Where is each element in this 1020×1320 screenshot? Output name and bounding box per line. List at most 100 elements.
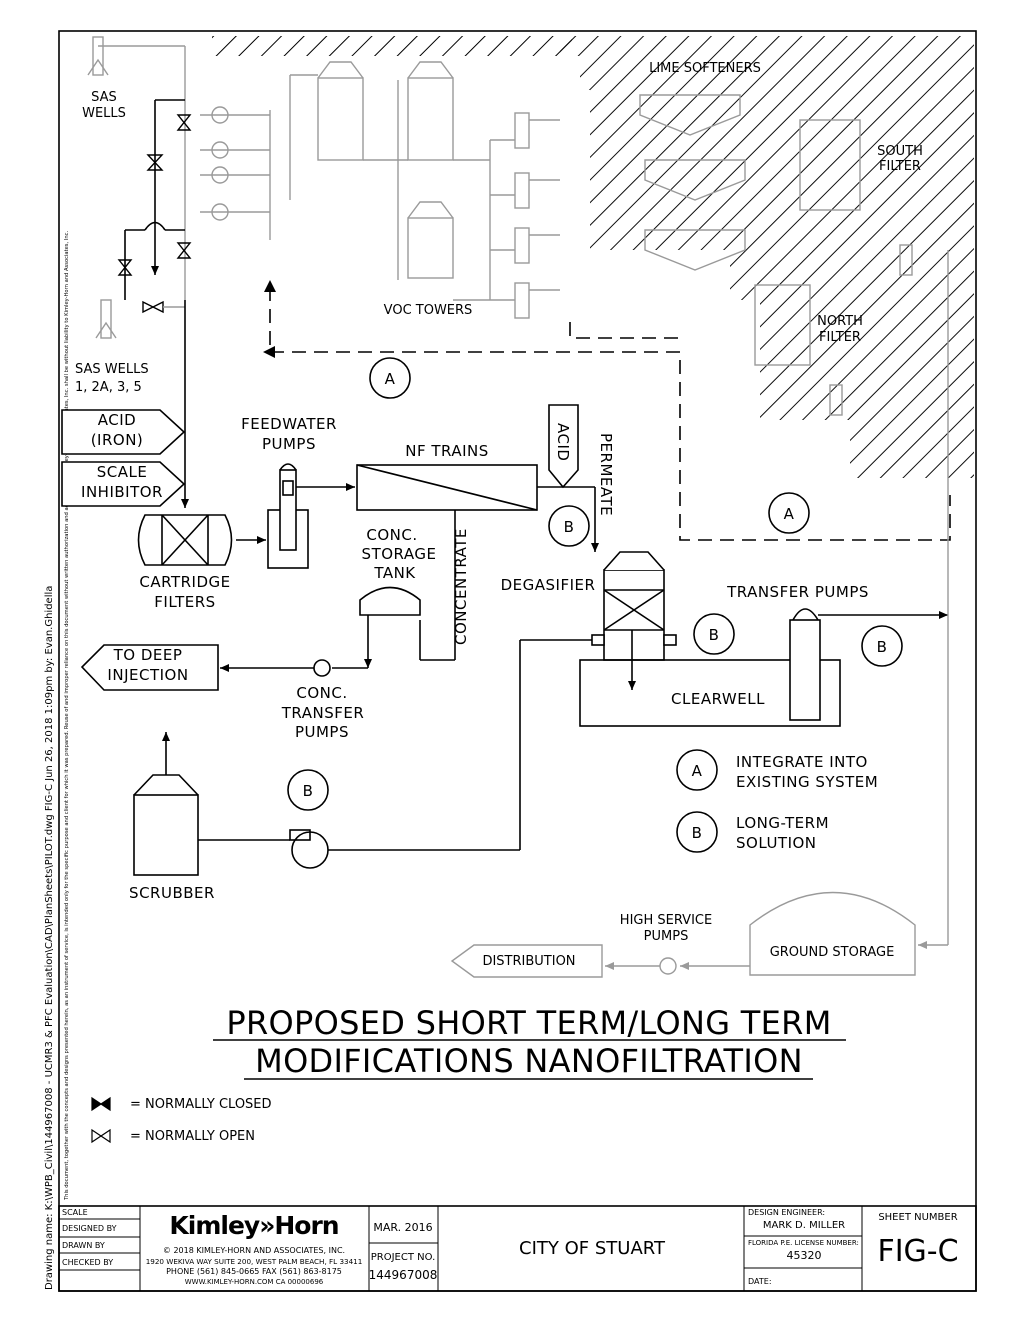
hatch-fill: [212, 36, 974, 478]
acid-iron-label-1: ACID: [98, 411, 136, 429]
hatch-mask-clear: [240, 56, 580, 356]
tb-drawn-by-label: DRAWN BY: [62, 1241, 105, 1250]
scrubber-icon: [133, 732, 199, 876]
conc-storage-tank-label-2: STORAGE: [362, 545, 437, 563]
tb-copyright: © 2018 KIMLEY-HORN AND ASSOCIATES, INC.: [163, 1246, 345, 1255]
degasifier-icon: [591, 551, 677, 690]
conc-storage-tank-label-3: TANK: [373, 564, 416, 582]
callout-a-1: A: [385, 370, 396, 388]
callout-b-4: B: [303, 782, 314, 800]
tb-project-no: 144967008: [369, 1268, 438, 1282]
valve-legend: = NORMALLY CLOSED = NORMALLY OPEN: [91, 1096, 272, 1144]
normally-open-label: = NORMALLY OPEN: [130, 1129, 255, 1144]
clearwell-label: CLEARWELL: [671, 690, 765, 708]
clearwell-icon: [579, 659, 841, 727]
sas-well-top-icon: [87, 36, 186, 300]
scale-inhibitor-flag: [61, 461, 186, 507]
tb-sheet-number-label: SHEET NUMBER: [878, 1212, 957, 1223]
callout-b-1: B: [564, 518, 575, 536]
tb-design-engineer-label: DESIGN ENGINEER:: [748, 1208, 825, 1217]
callout-b-3: B: [877, 638, 888, 656]
ground-storage-label: GROUND STORAGE: [770, 945, 895, 960]
lime-softeners-label: LIME SOFTENERS: [649, 61, 761, 76]
south-filter-icon: [799, 119, 861, 211]
acid-iron-label-2: (IRON): [91, 431, 144, 449]
degasifier-label: DEGASIFIER: [501, 576, 596, 594]
cartridge-filters-label-2: FILTERS: [154, 593, 215, 611]
legend-b-text-2: SOLUTION: [736, 834, 817, 852]
callouts: A A B B B B: [287, 357, 903, 811]
legend-a-text-1: INTEGRATE INTO: [736, 753, 868, 771]
north-filter-label-2: FILTER: [819, 330, 861, 345]
tb-sheet-number: FIG-C: [877, 1234, 958, 1269]
voc-towers-icon: [489, 112, 560, 319]
lime-softeners-icon: [639, 94, 746, 271]
feedwater-pumps-label-1: FEEDWATER: [241, 415, 337, 433]
transfer-pump-icon: [789, 608, 948, 721]
sas-wells-top-label-2: WELLS: [82, 106, 126, 121]
sas-wells-bottom-label-2: 1, 2A, 3, 5: [75, 380, 142, 395]
legend-a-symbol: A: [692, 762, 703, 780]
legend-b-text-1: LONG-TERM: [736, 814, 829, 832]
high-service-pumps-label-2: PUMPS: [644, 929, 689, 944]
kimley-horn-logo: Kimley»Horn: [169, 1211, 338, 1240]
acid-label: ACID: [554, 423, 572, 461]
callout-a-2: A: [784, 505, 795, 523]
tb-address: 1920 WEKIVA WAY SUITE 200, WEST PALM BEA…: [146, 1257, 363, 1266]
short-term-dashed-routes: [263, 280, 951, 541]
drawing-title-line-1: PROPOSED SHORT TERM/LONG TERM: [226, 1004, 831, 1042]
callout-b-2: B: [709, 626, 720, 644]
disclaimer-text: This document, together with the concept…: [64, 231, 70, 1201]
normally-closed-label: = NORMALLY CLOSED: [130, 1097, 272, 1112]
sas-well-bottom-icon: [95, 299, 117, 339]
tb-web: WWW.KIMLEY-HORN.COM CA 00000696: [185, 1278, 324, 1286]
normally-open-valve: [142, 300, 185, 314]
conc-storage-tank-icon: [359, 586, 421, 668]
concentrate-label: CONCENTRATE: [452, 528, 470, 645]
tb-scale-label: SCALE: [62, 1208, 88, 1217]
legend: A INTEGRATE INTO EXISTING SYSTEM B LONG-…: [676, 749, 878, 853]
feedwater-pumps-label-2: PUMPS: [262, 435, 316, 453]
drawing-title-line-2: MODIFICATIONS NANOFILTRATION: [255, 1042, 803, 1080]
nf-trains-label: NF TRAINS: [405, 442, 489, 460]
tb-checked-by-label: CHECKED BY: [62, 1258, 113, 1267]
permeate-label: PERMEATE: [597, 433, 615, 516]
tb-date: MAR. 2016: [373, 1221, 432, 1234]
to-deep-injection-label-1: TO DEEP: [113, 646, 183, 664]
conc-transfer-pumps-label-3: PUMPS: [295, 723, 349, 741]
conc-transfer-pumps-label-1: CONC.: [296, 684, 347, 702]
tb-phone: PHONE (561) 845-0665 FAX (561) 863-8175: [166, 1267, 342, 1276]
distribution-label: DISTRIBUTION: [482, 954, 575, 969]
distribution-flag: [450, 944, 603, 978]
south-filter-label-2: FILTER: [879, 159, 921, 174]
scale-inhibitor-label-2: INHIBITOR: [81, 483, 163, 501]
legend-b-symbol: B: [692, 824, 703, 842]
scrubber-fan-icon: [198, 639, 592, 869]
tb-license-label: FLORIDA P.E. LICENSE NUMBER:: [748, 1239, 859, 1247]
north-filter-label: NORTH: [817, 314, 863, 329]
to-deep-injection-label-2: INJECTION: [107, 666, 188, 684]
cartridge-filters-icon: [137, 514, 266, 566]
feedwater-pump-icon: [267, 463, 355, 569]
north-filter-icon: [754, 244, 913, 416]
tb-date-label: DATE:: [748, 1277, 772, 1286]
acid-chevron-flag: [548, 404, 579, 489]
conc-transfer-pumps-label-2: TRANSFER: [281, 704, 365, 722]
normally-closed-valves: [117, 114, 192, 276]
voc-tanks-icon: [289, 61, 490, 301]
tb-project-no-label: PROJECT NO.: [371, 1252, 436, 1263]
scrubber-label: SCRUBBER: [129, 884, 215, 902]
transfer-pumps-label: TRANSFER PUMPS: [726, 583, 869, 601]
tb-design-engineer: MARK D. MILLER: [763, 1220, 845, 1231]
south-filter-label: SOUTH: [877, 144, 923, 159]
scale-inhibitor-label-1: SCALE: [97, 463, 148, 481]
tb-license: 45320: [787, 1249, 822, 1262]
legend-a-text-2: EXISTING SYSTEM: [736, 773, 878, 791]
hatch-mask-top: [212, 36, 572, 56]
cartridge-filters-label-1: CARTRIDGE: [139, 573, 230, 591]
title-block: [58, 1205, 977, 1292]
to-deep-injection-flag: [80, 644, 219, 691]
tb-client: CITY OF STUART: [519, 1238, 666, 1259]
drawing-name-text: Drawing name: K:\WPB_Civil\144967008 - U…: [44, 586, 55, 1290]
